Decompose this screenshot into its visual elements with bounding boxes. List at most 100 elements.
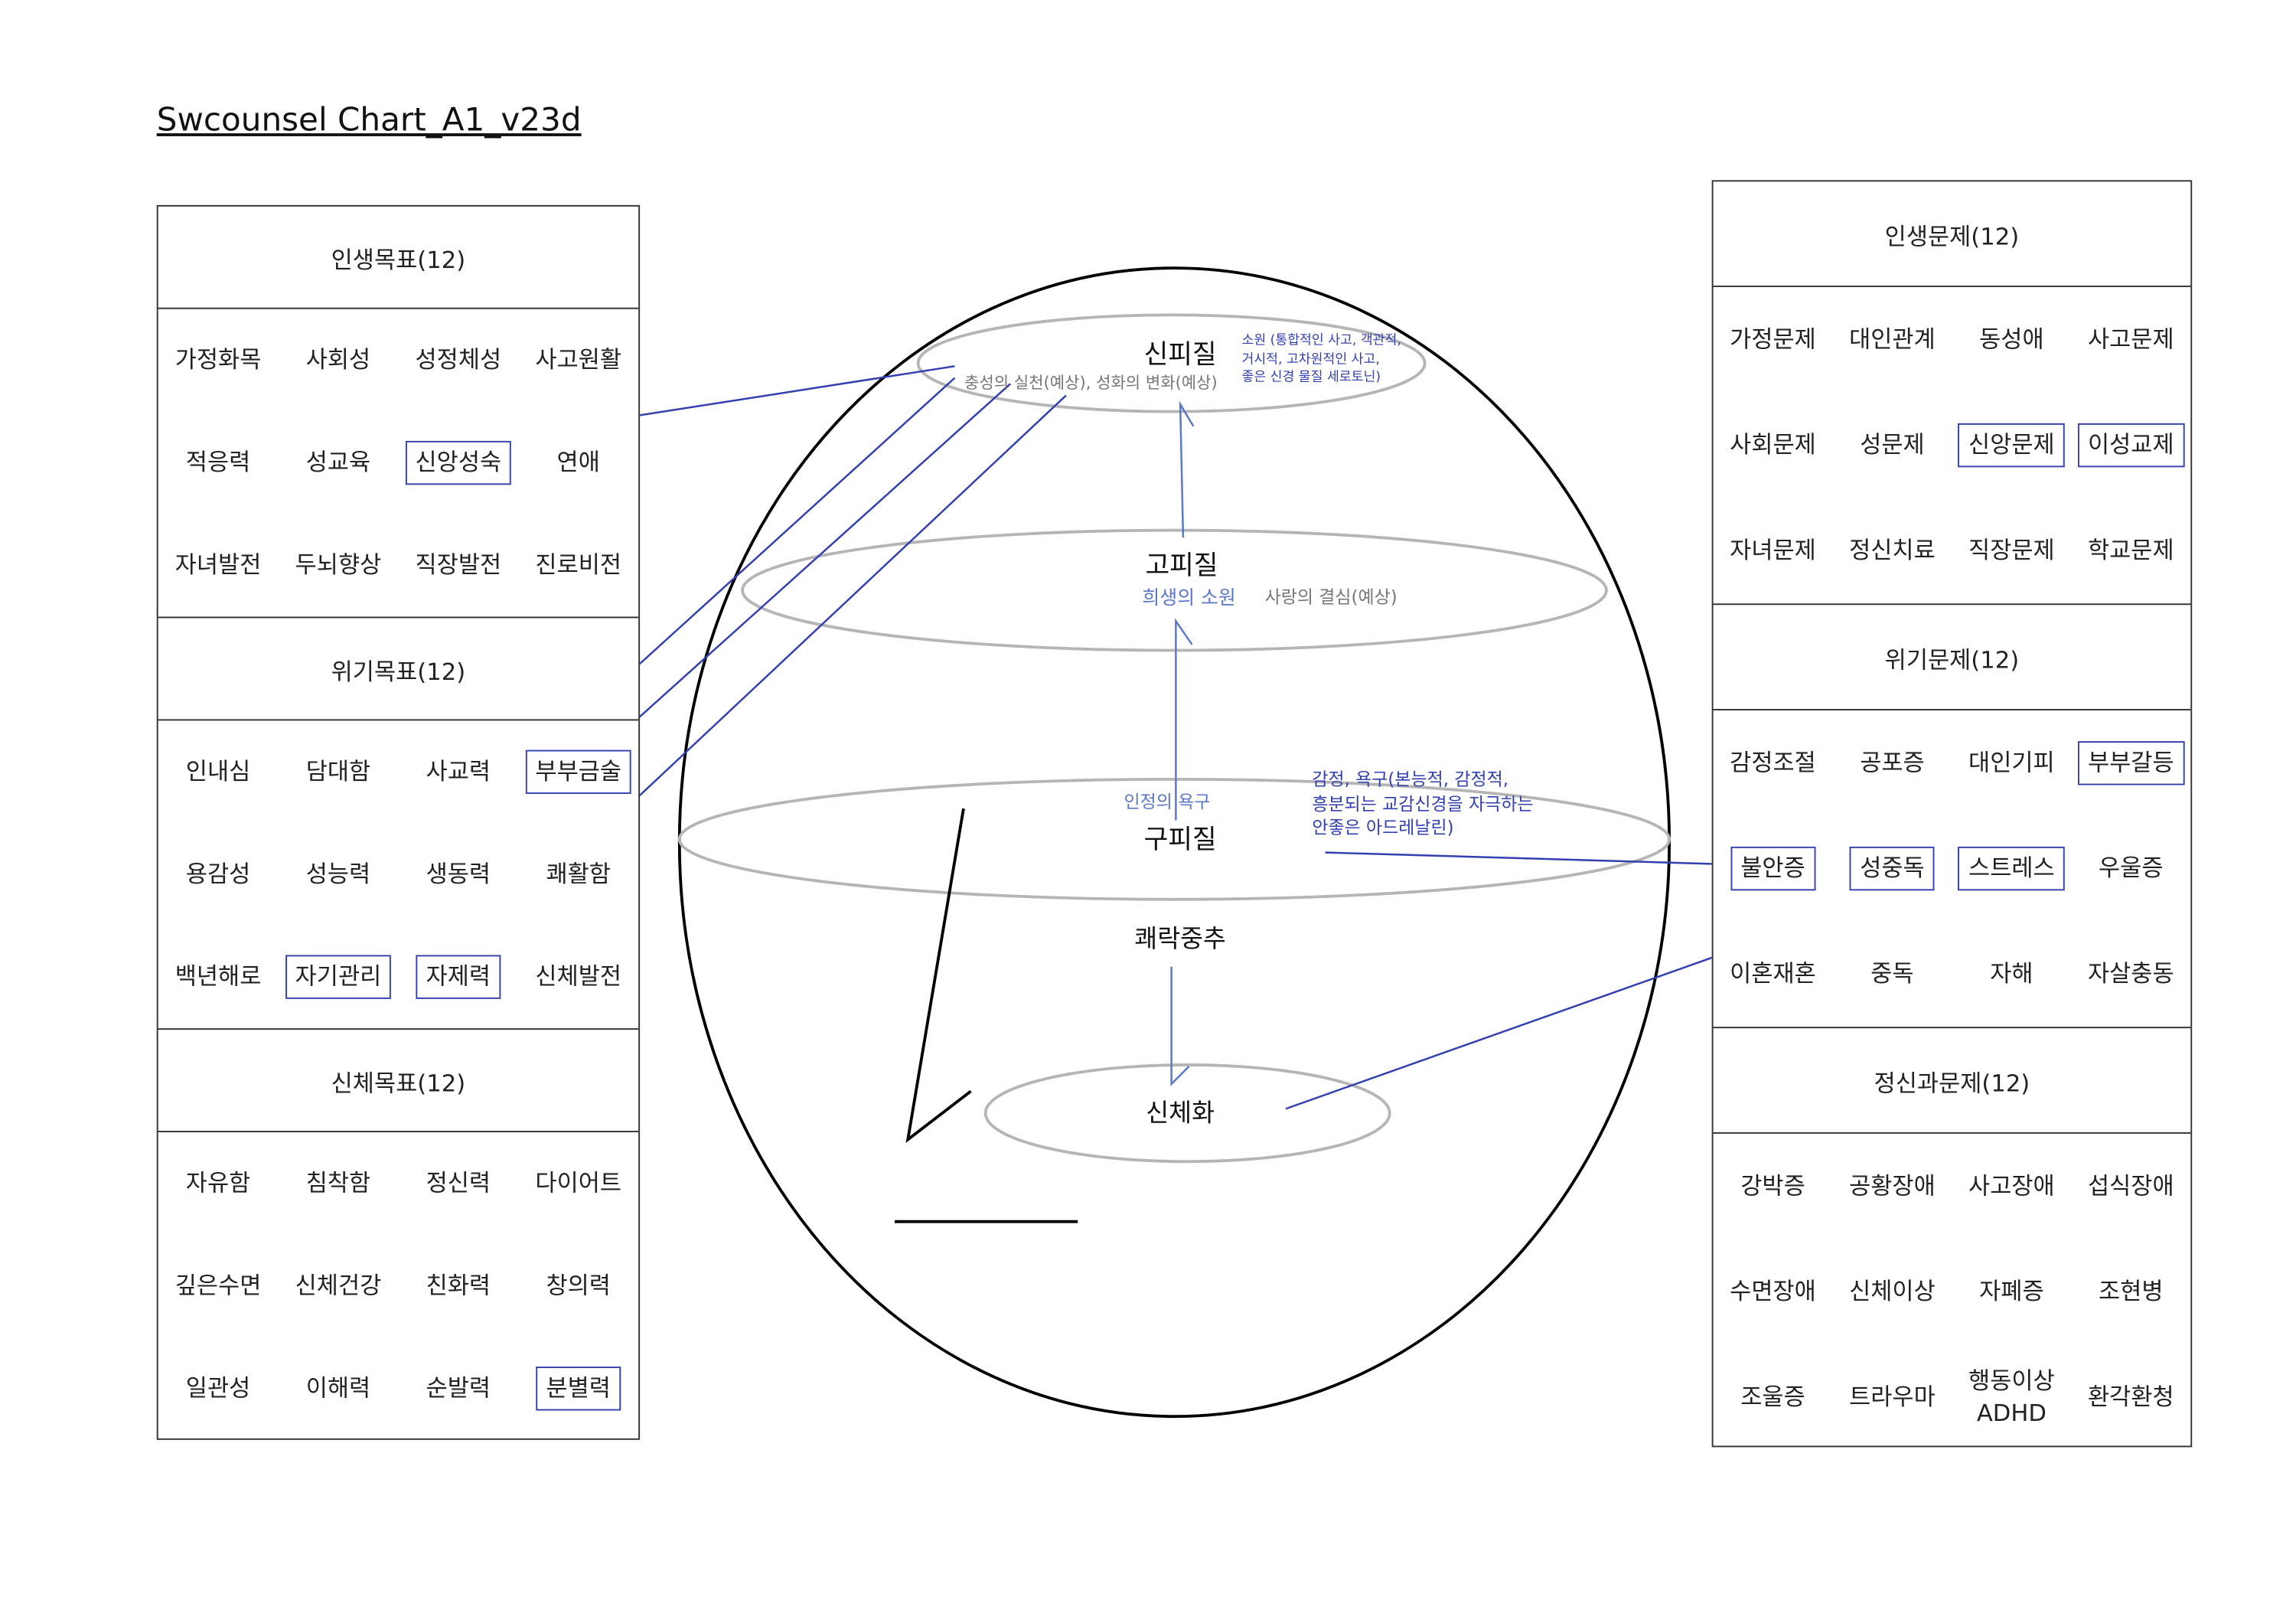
item-cell: 분별력 bbox=[518, 1337, 638, 1440]
item-cell: 사고장애 bbox=[1952, 1134, 2071, 1239]
item-cell: 자기관리 bbox=[279, 926, 399, 1028]
item-label: 트라우마 bbox=[1849, 1382, 1936, 1411]
item-cell: 강박증 bbox=[1714, 1134, 1833, 1239]
item-label: 환각환청 bbox=[2087, 1382, 2174, 1411]
item-cell: 성능력 bbox=[279, 823, 399, 926]
item-label: 대인기피 bbox=[1968, 748, 2055, 776]
item-label: 인내심 bbox=[185, 756, 251, 785]
item-cell: 대인기피 bbox=[1952, 710, 2071, 816]
item-cell: 인내심 bbox=[158, 720, 279, 823]
item-label: 자기관리 bbox=[285, 955, 392, 1000]
item-label: 부부금술 bbox=[525, 749, 632, 795]
item-label: 사고문제 bbox=[2087, 325, 2174, 353]
item-label: 직장문제 bbox=[1968, 535, 2055, 564]
archicortex-label: 구피질 bbox=[1143, 825, 1217, 856]
item-cell: 자폐증 bbox=[1952, 1239, 2071, 1345]
item-cell: 이성교제 bbox=[2071, 393, 2190, 498]
section-header: 인생목표(12) bbox=[158, 207, 639, 309]
item-label: 신앙성숙 bbox=[405, 440, 512, 485]
item-cell: 정신력 bbox=[398, 1132, 518, 1235]
item-cell: 학교문제 bbox=[2071, 498, 2190, 604]
item-label: 스트레스 bbox=[1958, 846, 2066, 891]
item-cell: 적응력 bbox=[158, 412, 279, 514]
arrow-up-paleocortex bbox=[1175, 618, 1193, 821]
somatization-ellipse bbox=[983, 1063, 1391, 1164]
item-cell: 공황장애 bbox=[1832, 1134, 1952, 1239]
item-label: 이혼재혼 bbox=[1730, 958, 1816, 988]
item-label: 섭식장애 bbox=[2087, 1171, 2174, 1200]
paleocortex-blue: 희생의 소원 bbox=[1142, 588, 1236, 610]
note-line: 안좋은 아드레날린) bbox=[1312, 817, 1454, 838]
item-label: 신체발전 bbox=[535, 962, 622, 991]
item-cell: 신체이상 bbox=[1832, 1239, 1952, 1345]
item-cell: 이혼재혼 bbox=[1714, 921, 1833, 1027]
item-cell: 백년해로 bbox=[158, 926, 279, 1028]
item-cell: 진로비전 bbox=[518, 514, 638, 617]
item-cell: 스트레스 bbox=[1952, 816, 2071, 922]
item-label: 용감성 bbox=[185, 859, 251, 888]
item-cell: 대인관계 bbox=[1832, 287, 1952, 393]
item-cell: 우울증 bbox=[2071, 816, 2190, 922]
item-cell: 일관성 bbox=[158, 1337, 279, 1440]
item-cell: 자해 bbox=[1952, 921, 2071, 1027]
item-label: 조울증 bbox=[1740, 1382, 1805, 1411]
item-cell: 조울증 bbox=[1714, 1344, 1833, 1450]
item-label: 침착함 bbox=[305, 1168, 371, 1197]
item-label: 부부갈등 bbox=[2077, 740, 2185, 785]
item-cell: 담대함 bbox=[279, 720, 399, 823]
item-cell: 생동력 bbox=[398, 823, 518, 926]
neocortex-sub: 충성의 실천(예상), 성화의 변화(예상) bbox=[964, 373, 1218, 393]
item-label: 우울증 bbox=[2099, 854, 2164, 882]
item-cell: 창의력 bbox=[518, 1235, 638, 1337]
arrow-up-neocortex bbox=[1179, 400, 1195, 538]
item-cell: 깊은수면 bbox=[158, 1235, 279, 1337]
item-label: 가정문제 bbox=[1730, 325, 1816, 353]
item-cell: 가정화목 bbox=[158, 309, 279, 412]
item-cell: 감정조절 bbox=[1714, 710, 1833, 816]
item-cell: 친화력 bbox=[398, 1235, 518, 1337]
link-anxiety-line bbox=[1325, 851, 1724, 866]
item-label: 분별력 bbox=[536, 1366, 621, 1411]
somatization-label: 신체화 bbox=[1146, 1099, 1215, 1129]
item-label: 쾌활함 bbox=[546, 859, 611, 888]
item-cell: 침착함 bbox=[279, 1132, 399, 1235]
item-label: 성정체성 bbox=[415, 345, 502, 374]
neocortex-ellipse bbox=[916, 313, 1427, 413]
item-cell: 자제력 bbox=[398, 926, 518, 1028]
item-label: 친화력 bbox=[426, 1271, 491, 1299]
item-label: 조현병 bbox=[2099, 1277, 2164, 1305]
item-cell: 신체건강 bbox=[279, 1235, 399, 1337]
item-cell: 사고문제 bbox=[2071, 287, 2190, 393]
item-cell: 자녀발전 bbox=[158, 514, 279, 617]
paleocortex-ellipse bbox=[741, 528, 1608, 652]
item-label: 담대함 bbox=[305, 756, 371, 785]
item-label: 다이어트 bbox=[535, 1168, 622, 1197]
item-label: 자폐증 bbox=[1979, 1277, 2044, 1305]
item-cell: 섭식장애 bbox=[2071, 1134, 2190, 1239]
item-cell: 두뇌향상 bbox=[279, 514, 399, 617]
item-cell: 직장발전 bbox=[398, 514, 518, 617]
item-cell: 이해력 bbox=[279, 1337, 399, 1440]
item-label: 학교문제 bbox=[2087, 535, 2174, 564]
item-cell: 성중독 bbox=[1832, 816, 1952, 922]
item-label: 깊은수면 bbox=[174, 1271, 262, 1299]
item-label: 자녀발전 bbox=[174, 550, 262, 579]
section-header: 정신과문제(12) bbox=[1713, 1028, 2191, 1134]
item-label: 적응력 bbox=[185, 448, 251, 476]
item-label: 성중독 bbox=[1849, 846, 1936, 891]
item-label: 순발력 bbox=[426, 1373, 491, 1402]
section-header: 신체목표(12) bbox=[158, 1030, 639, 1132]
item-label: 수면장애 bbox=[1730, 1277, 1816, 1305]
item-label: 사회성 bbox=[305, 345, 371, 374]
item-cell: 공포증 bbox=[1832, 710, 1952, 816]
item-cell: 신체발전 bbox=[518, 926, 638, 1028]
item-label: 일관성 bbox=[185, 1373, 251, 1402]
archicortex-note: 감정, 욕구(본능적, 감정적, 흥분되는 교감신경을 자극하는 안좋은 아드레… bbox=[1312, 768, 1533, 841]
